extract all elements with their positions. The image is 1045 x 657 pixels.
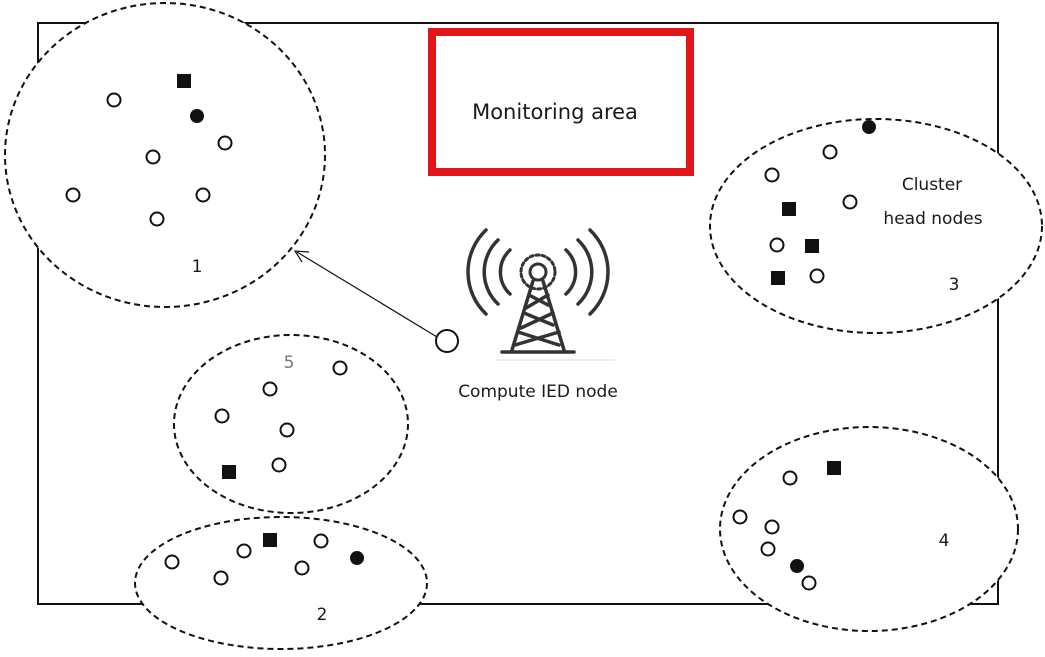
sensor-node: [236, 543, 252, 559]
title-box: [428, 28, 694, 176]
sensor-node: [213, 570, 229, 586]
cluster-head-node: [782, 202, 796, 216]
sensor-node: [764, 519, 780, 535]
cluster-label-2: 2: [317, 605, 328, 625]
cluster-head-node: [805, 239, 819, 253]
legend-label-line1: Cluster: [902, 175, 962, 195]
sensor-node: [195, 187, 211, 203]
cluster-1-boundary: [4, 2, 326, 308]
monitoring-area-boundary: [37, 22, 999, 605]
legend-label-line2: head nodes: [883, 209, 982, 229]
sensor-node: [164, 554, 180, 570]
sensor-node: [271, 457, 287, 473]
sensor-node: [65, 187, 81, 203]
link-arrow-line: [296, 251, 438, 338]
cluster-2-boundary: [134, 516, 428, 650]
sensor-node: [732, 509, 748, 525]
sensor-node: [760, 541, 776, 557]
title-text: Monitoring area: [472, 100, 638, 124]
sensor-node: [294, 560, 310, 576]
cluster-4-boundary: [719, 426, 1019, 632]
sensor-node: [106, 92, 122, 108]
cluster-3-boundary: [709, 118, 1043, 334]
link-arrowhead: [293, 250, 310, 263]
sensor-node: [149, 211, 165, 227]
sensor-node: [214, 408, 230, 424]
sensor-node: [262, 381, 278, 397]
compute-ied-node: [435, 329, 459, 353]
cluster-label-4: 4: [939, 531, 950, 551]
cluster-label-3: 3: [949, 275, 960, 295]
sensor-node: [145, 149, 161, 165]
sensor-node: [332, 360, 348, 376]
cluster-head-node: [263, 533, 277, 547]
cluster-label-5: 5: [284, 353, 295, 373]
sensor-node: [217, 135, 233, 151]
sink-node: [190, 109, 204, 123]
sensor-nodes: [65, 92, 858, 591]
cluster-label-1: 1: [192, 257, 203, 277]
cluster-head-node: [827, 461, 841, 475]
sensor-node: [769, 237, 785, 253]
sensor-node: [822, 144, 838, 160]
sink-nodes: [190, 109, 876, 573]
sensor-node: [279, 422, 295, 438]
antenna-tower-icon: [466, 228, 610, 354]
sink-node: [350, 551, 364, 565]
sensor-node: [313, 533, 329, 549]
sensor-node: [801, 575, 817, 591]
cluster-head-node: [222, 465, 236, 479]
sensor-node: [842, 194, 858, 210]
sink-node: [862, 120, 876, 134]
sensor-node: [782, 470, 798, 486]
cluster-head-node: [771, 271, 785, 285]
sink-node: [790, 559, 804, 573]
sensor-node: [764, 167, 780, 183]
cluster-head-node: [177, 74, 191, 88]
sensor-node: [809, 268, 825, 284]
tower-label: Compute IED node: [458, 382, 618, 402]
cluster-head-nodes: [177, 74, 841, 547]
